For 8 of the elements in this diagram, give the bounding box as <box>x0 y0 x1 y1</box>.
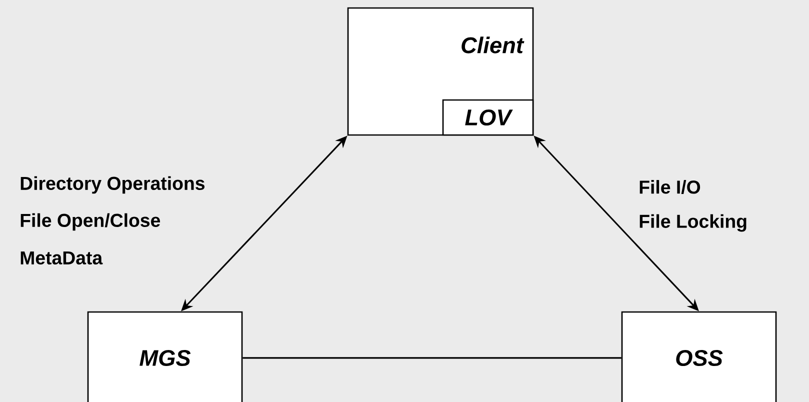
label-box: LOV <box>442 99 534 136</box>
label: MetaData <box>18 250 104 266</box>
component-box: OSS <box>621 311 777 402</box>
label: File Locking <box>637 212 749 234</box>
label: File Open/Close <box>18 212 162 232</box>
label: File I/O <box>637 178 702 196</box>
label: Directory Operations <box>18 174 207 196</box>
component-box: MGS <box>87 311 243 402</box>
